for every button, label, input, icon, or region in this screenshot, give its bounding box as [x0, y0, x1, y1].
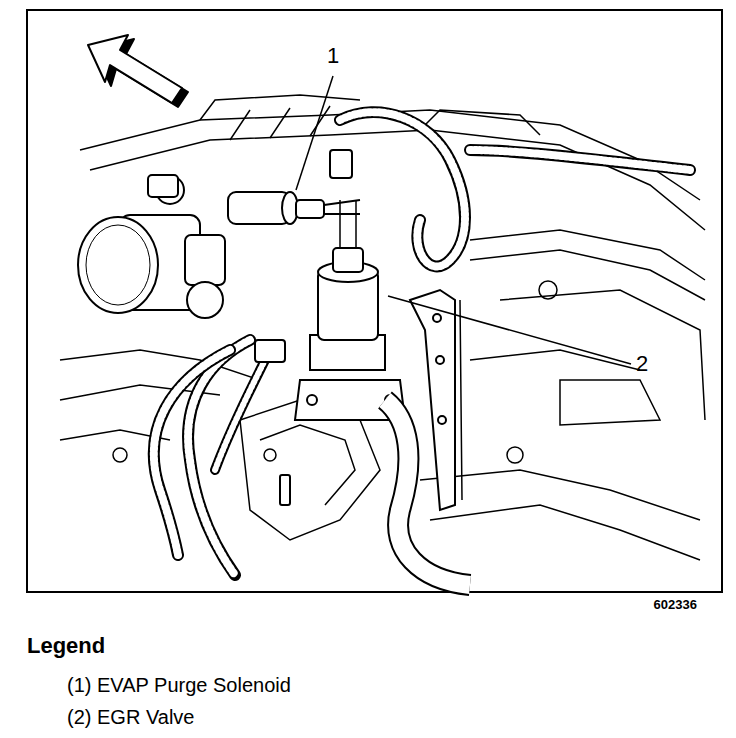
callout-number: 1 — [327, 44, 339, 68]
engine-outline — [60, 95, 705, 560]
connectors — [255, 150, 352, 505]
front-arrow — [88, 35, 188, 107]
throttle-body — [78, 175, 225, 318]
figure-number: 602336 — [654, 598, 697, 612]
callout-number: 2 — [636, 352, 648, 376]
figure-frame — [27, 10, 722, 592]
coolant-hose — [385, 400, 470, 585]
legend-entry: (2) EGR Valve — [67, 706, 194, 728]
leader-line — [296, 76, 631, 364]
legend-heading: Legend — [27, 634, 105, 658]
wire-harness — [154, 112, 690, 575]
legend-entry: (1) EVAP Purge Solenoid — [67, 674, 291, 696]
egr-valve — [295, 200, 405, 420]
